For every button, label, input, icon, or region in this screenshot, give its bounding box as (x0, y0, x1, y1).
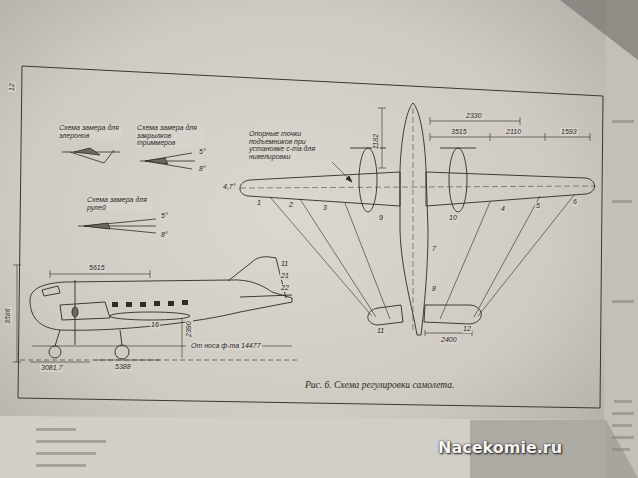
drawing-stroke (78, 219, 156, 233)
dimension: 5388 (114, 363, 132, 371)
callout-number: 16 (150, 321, 160, 329)
figure-caption: Рис. 6. Схема регулировки самолета. (305, 380, 454, 390)
callout-number: 3 (322, 204, 328, 212)
drawing-stroke (145, 158, 168, 164)
drawing-stroke (614, 400, 632, 403)
callout-number: 10 (448, 214, 458, 222)
drawing-stroke (84, 223, 110, 229)
drawing-stroke (612, 424, 632, 427)
drawing-stroke (612, 120, 634, 123)
drawing-stroke (449, 148, 467, 212)
callout-number: 4 (500, 205, 506, 213)
drawing-stroke (36, 440, 106, 443)
drawing-stroke (604, 0, 638, 478)
drawing-stroke (400, 103, 428, 335)
watermark: Nacekomie.ru (438, 438, 562, 457)
drawing-stroke (36, 428, 76, 431)
drawing-stroke (36, 464, 86, 467)
drawing-stroke (115, 345, 129, 359)
dimension: 3515 (450, 128, 468, 136)
dimension: 2110 (505, 128, 522, 136)
sketch-title: Схема замера для закрылков триммеров (136, 124, 204, 147)
drawing-stroke (55, 330, 122, 346)
drawing-frame (18, 66, 603, 408)
illegible-text-bars (36, 120, 634, 467)
callout-number: 1 (256, 199, 262, 207)
drawing-stroke (240, 186, 596, 188)
note-text: Опорные точки подъемников при установке … (248, 130, 342, 161)
sketch-title: Схема замера для рулей (86, 196, 152, 211)
drawing-stroke (612, 200, 632, 203)
drawing-stroke (359, 148, 377, 212)
drawing-stroke (270, 197, 390, 319)
drawing-stroke (560, 0, 638, 60)
dimension: 3081,7 (40, 364, 63, 372)
top-view (240, 103, 596, 336)
callout-number: 21 (280, 272, 290, 280)
callout-number: 7 (431, 245, 437, 253)
angle-value: 5° (160, 212, 169, 220)
callout-number: 2 (288, 201, 294, 209)
dimension: 2330 (465, 112, 483, 120)
measure-sketches (62, 148, 195, 233)
dimension: 2400 (440, 336, 458, 344)
callout-number: 11 (376, 327, 385, 335)
dimension: От носа ф-та 14477 (190, 342, 262, 350)
callout-number: 8 (431, 285, 437, 293)
callout-number: 12 (462, 325, 472, 333)
drawing-stroke (182, 300, 188, 305)
drawing-stroke (413, 108, 414, 330)
sketch-title: Схема замера для элеронов (58, 124, 122, 139)
drawing-stroke (154, 301, 160, 306)
dimension: 1593 (560, 128, 578, 136)
drawing-stroke (440, 194, 575, 319)
angle-value: 4,7° (222, 183, 237, 191)
drawing-stroke (332, 162, 352, 182)
drawing-stroke (126, 302, 132, 307)
drawing-stroke (182, 318, 183, 358)
drawing-stroke (60, 302, 110, 320)
drawing-stroke (49, 346, 61, 358)
callout-number: 9 (378, 214, 384, 222)
drawing-stroke (30, 280, 292, 330)
drawing-stroke (612, 300, 634, 303)
drawing-stroke (424, 305, 481, 324)
drawing-stroke (228, 257, 286, 298)
callout-number: 6 (572, 198, 578, 206)
drawing-stroke (110, 312, 190, 320)
angle-value: 5° (198, 148, 207, 156)
drawing-stroke (612, 412, 634, 415)
callout-number: 5 (535, 202, 541, 210)
drawing-stroke (112, 300, 188, 307)
drawing-stroke (72, 307, 78, 317)
side-view (13, 257, 300, 362)
drawing-stroke (30, 360, 160, 362)
page-number: 12 (8, 82, 16, 92)
drawing-stroke (240, 295, 292, 297)
callout-number: 22 (280, 284, 290, 292)
drawing-stroke (42, 286, 60, 296)
drawing-stroke (13, 265, 21, 362)
drawing-stroke (74, 148, 100, 155)
angle-value: 8° (198, 165, 207, 173)
angle-value: 8° (160, 231, 169, 239)
drawing-stroke (36, 452, 96, 455)
dimension: 5615 (88, 264, 106, 272)
drawing-stroke (346, 176, 352, 182)
drawing-stroke (140, 302, 146, 307)
drawing-stroke (612, 436, 634, 439)
callout-number: 11 (280, 260, 289, 268)
dimension: 2390 (185, 320, 193, 338)
drawing-stroke (612, 448, 630, 451)
drawing-stroke (168, 301, 174, 306)
dimension: 3586 (4, 307, 12, 325)
dimension: 1182 (372, 133, 380, 150)
drawing-stroke (240, 172, 400, 206)
drawing-stroke (112, 302, 118, 307)
drawing-stroke (140, 153, 195, 169)
